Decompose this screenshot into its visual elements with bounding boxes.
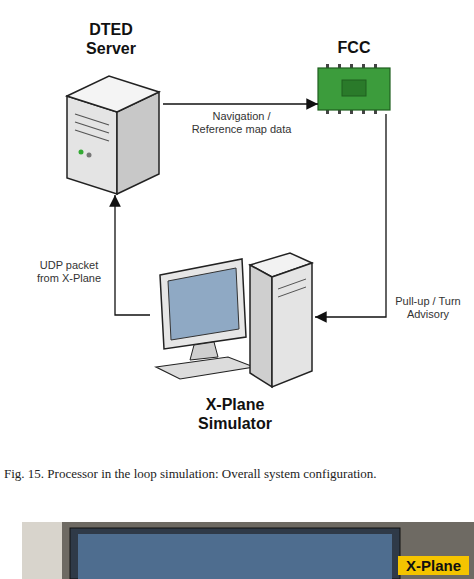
photo-wall [22, 522, 62, 579]
node-box: FCC [318, 68, 390, 110]
tower-front [272, 263, 312, 387]
server-side [117, 92, 159, 194]
node-heading: FCC [318, 38, 390, 57]
connector-label: Pull-up / Turn Advisory [390, 295, 466, 321]
photo-monitor [70, 528, 400, 579]
chip-icon [318, 64, 390, 114]
server-led [87, 153, 92, 158]
connector-arrow [163, 103, 318, 104]
drive-slot [278, 279, 306, 289]
server-front [67, 96, 117, 194]
server-slot [75, 114, 109, 125]
server-icon [67, 76, 159, 194]
tower-side [250, 265, 272, 387]
connector-arrow [315, 114, 386, 317]
node-heading: DTED Server [80, 20, 142, 58]
monitor-stand [190, 342, 218, 360]
tower-top [250, 253, 312, 277]
monitor-frame [160, 259, 246, 349]
node-box: DTED Server [55, 68, 165, 195]
drive-slot [278, 287, 306, 297]
node-box: X-Plane Simulator [150, 245, 315, 390]
monitor-screen [168, 268, 239, 340]
photo-screen [78, 534, 392, 579]
server-slot [75, 122, 109, 133]
keyboard [156, 357, 254, 379]
node-heading: X-Plane Simulator [180, 395, 290, 433]
chip-pins [326, 64, 377, 114]
photo-tag: X-Plane [398, 556, 469, 575]
server-led [79, 150, 84, 155]
connector-label: Navigation / Reference map data [187, 110, 297, 136]
figure-caption: Fig. 15. Processor in the loop simulatio… [4, 466, 377, 482]
connector-label: UDP packet from X-Plane [29, 259, 109, 285]
photo-background [22, 522, 474, 579]
photo-strip [22, 522, 474, 579]
chip-core [342, 80, 366, 96]
server-top [67, 76, 159, 112]
computer-icon [156, 253, 312, 387]
chip-body [318, 68, 390, 110]
server-slot [75, 130, 109, 141]
connector-arrow [115, 195, 150, 315]
